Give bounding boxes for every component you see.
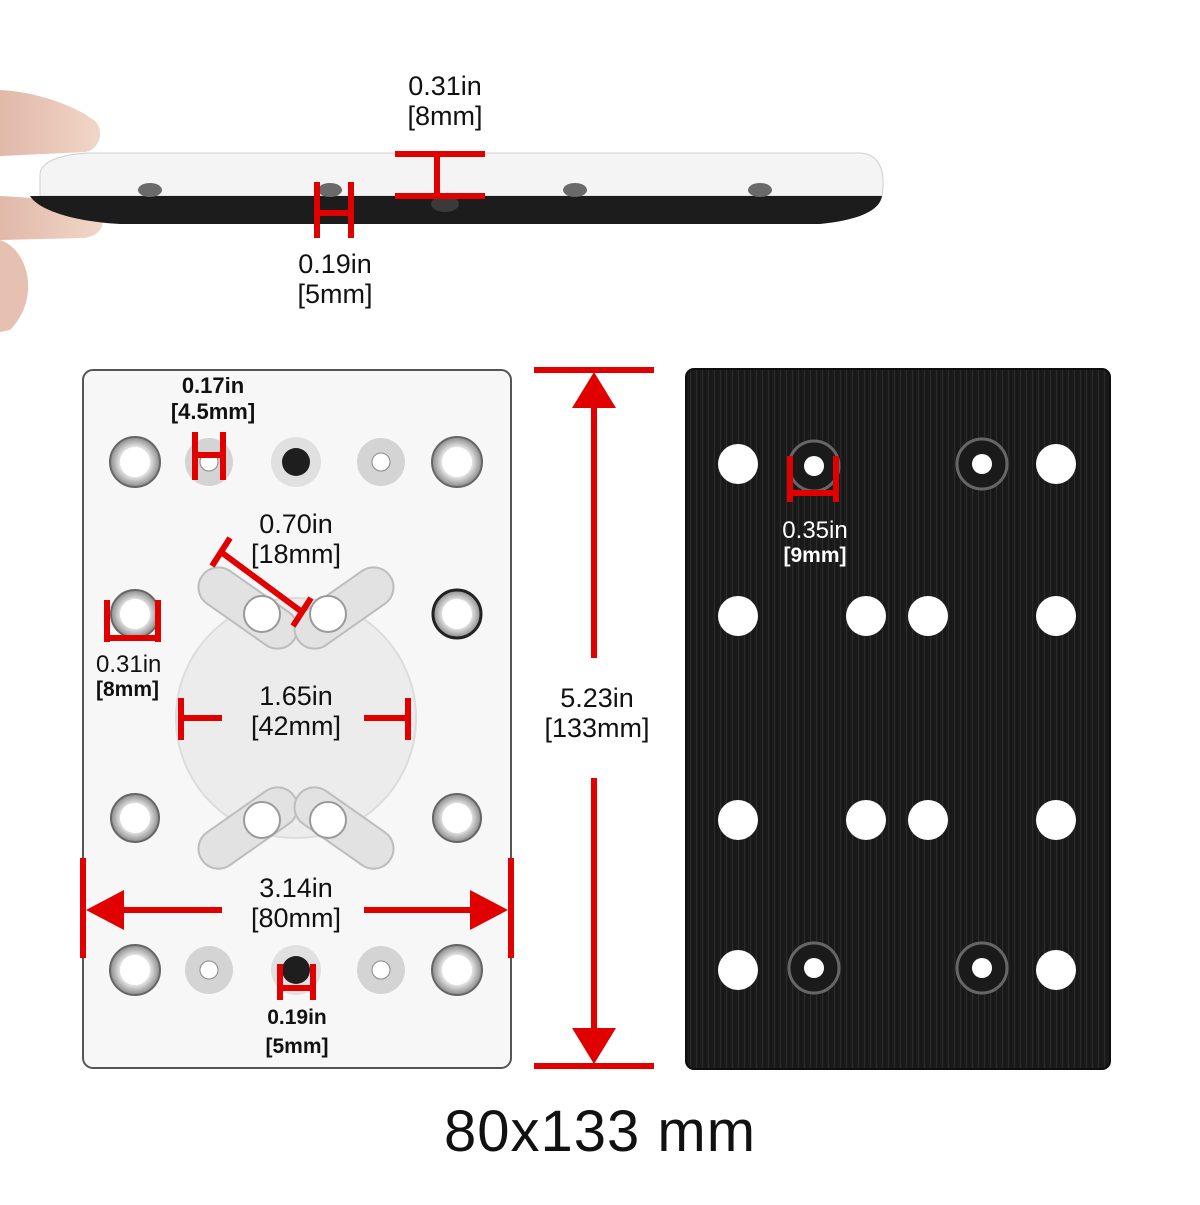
front-holes xyxy=(109,436,483,996)
thickness-mm: [8mm] xyxy=(407,100,483,131)
back-hole-inch: 0.35in xyxy=(782,517,848,544)
pad-side-profile xyxy=(30,152,884,224)
height-dimension xyxy=(534,367,654,1069)
screw-hole-mm: [5mm] xyxy=(265,1035,329,1059)
slot-length-inch: 0.70in xyxy=(259,509,333,539)
side-hole-inch: 0.31in xyxy=(96,651,162,678)
center-circle-mm: [42mm] xyxy=(250,710,342,741)
back-hole-label: 0.35in [9mm] xyxy=(760,517,870,568)
height-inch: 5.23in xyxy=(560,683,634,713)
screw-hole-inch: 0.19in xyxy=(267,1006,327,1029)
thickness-inch: 0.31in xyxy=(408,71,482,101)
small-hole-inch: 0.17in xyxy=(181,373,245,398)
slot-length-label: 0.70in [18mm] xyxy=(226,509,366,569)
size-caption: 80x133 mm xyxy=(443,1099,757,1164)
small-hole-mm: [4.5mm] xyxy=(170,399,256,425)
side-hole-mm: [8mm] xyxy=(96,678,160,702)
back-view xyxy=(685,368,1111,1070)
thickness-label: 0.31in [8mm] xyxy=(380,71,510,131)
center-circle-inch: 1.65in xyxy=(259,681,333,711)
back-hole-marker xyxy=(787,456,839,502)
back-grommets xyxy=(787,437,1009,995)
width-inch: 3.14in xyxy=(259,873,333,903)
center-disc xyxy=(175,597,417,839)
center-circle-label: 1.65in [42mm] xyxy=(226,681,366,741)
thickness-marker xyxy=(395,151,485,199)
slot-pins xyxy=(243,595,347,839)
hole-depth-inch: 0.19in xyxy=(298,249,372,279)
back-holes xyxy=(718,444,1076,990)
screw-hole-label: 0.19in [5mm] xyxy=(242,1006,352,1058)
front-view xyxy=(80,369,514,1069)
hole-depth-label: 0.19in [5mm] xyxy=(270,249,400,309)
slot-length-mm: [18mm] xyxy=(250,538,342,569)
side-view xyxy=(0,90,884,332)
width-label: 3.14in [80mm] xyxy=(226,873,366,933)
back-hole-mm: [9mm] xyxy=(783,544,847,568)
width-arrowheads xyxy=(86,890,508,930)
side-hole-label: 0.31in [8mm] xyxy=(96,651,188,702)
height-label: 5.23in [133mm] xyxy=(528,683,666,743)
hole-depth-marker xyxy=(314,182,354,238)
width-mm: [80mm] xyxy=(250,902,342,933)
hook-loop-pad xyxy=(685,368,1111,1070)
height-mm: [133mm] xyxy=(544,712,650,743)
hole-depth-mm: [5mm] xyxy=(297,278,373,309)
small-hole-label: 0.17in [4.5mm] xyxy=(150,373,276,425)
